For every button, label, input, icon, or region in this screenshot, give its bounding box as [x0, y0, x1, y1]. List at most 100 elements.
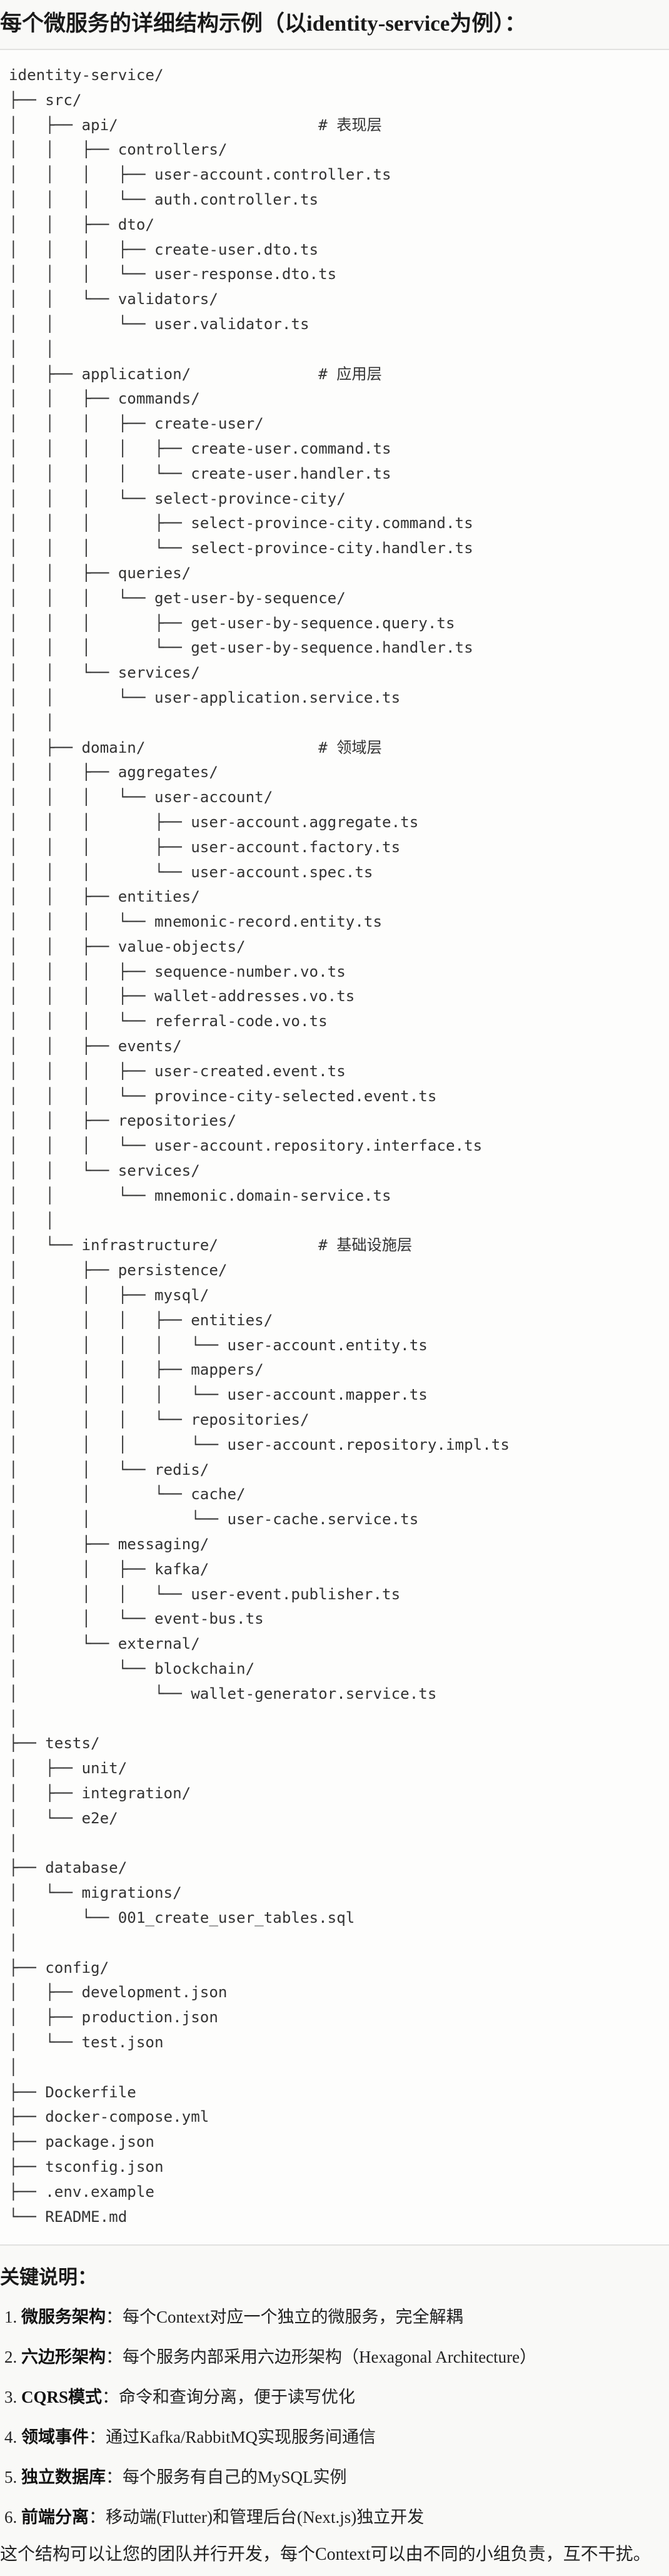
tree-line: │ └── migrations/ [9, 1884, 182, 1902]
tree-line: ├── database/ [9, 1859, 128, 1877]
tree-line: ├── config/ [9, 1958, 109, 1977]
tree-line: │ │ │ ├── create-user.dto.ts [9, 240, 319, 258]
tree-line: │ └── external/ [9, 1635, 200, 1653]
tree-line: │ │ └── validators/ [9, 290, 218, 308]
tree-line: │ [9, 1834, 18, 1852]
tree-line: │ │ └── mnemonic.domain-service.ts [9, 1186, 391, 1204]
note-number: 6. [4, 2508, 21, 2527]
tree-line: │ └── e2e/ [9, 1809, 118, 1827]
tree-line: ├── Dockerfile [9, 2083, 136, 2101]
tree-line: │ │ ├── controllers/ [9, 141, 228, 159]
tree-line: │ │ │ └── referral-code.vo.ts [9, 1012, 328, 1031]
tree-line: │ │ │ │ └── create-user.handler.ts [9, 464, 391, 482]
tree-line: │ │ [9, 340, 54, 358]
tree-line: └── README.md [9, 2207, 128, 2226]
tree-line: │ ├── persistence/ [9, 1261, 228, 1280]
note-separator: ： [89, 2508, 106, 2527]
tree-line: │ │ └── cache/ [9, 1485, 246, 1504]
tree-line: │ │ │ ├── entities/ [9, 1311, 273, 1329]
tree-line: │ │ │ └── select-province-city.handler.t… [9, 539, 473, 557]
tree-line: │ └── 001_create_user_tables.sql [9, 1908, 355, 1927]
note-separator: ： [106, 2468, 123, 2487]
note-description: 命令和查询分离，便于读写优化 [119, 2388, 356, 2406]
tree-line: │ │ │ └── user-account.repository.interf… [9, 1137, 483, 1155]
note-number: 3. [4, 2388, 21, 2406]
note-number: 2. [4, 2348, 21, 2366]
tree-line: ├── .env.example [9, 2182, 154, 2201]
tree-line: │ [9, 2058, 18, 2076]
tree-line: │ │ │ ├── select-province-city.command.t… [9, 514, 473, 532]
tree-line: │ │ │ └── user-account/ [9, 788, 273, 807]
tree-line: │ │ ├── repositories/ [9, 1112, 237, 1130]
tree-line: │ │ └── redis/ [9, 1460, 209, 1479]
tree-line: │ │ │ └── get-user-by-sequence.handler.t… [9, 639, 473, 657]
tree-line: identity-service/ [9, 66, 164, 84]
note-term: 前端分离 [21, 2508, 89, 2527]
tree-line: │ │ ├── value-objects/ [9, 937, 246, 955]
tree-line: ├── docker-compose.yml [9, 2108, 209, 2126]
tree-line: │ └── infrastructure/ # 基础设施层 [9, 1236, 413, 1255]
tree-line: │ │ │ │ ├── create-user.command.ts [9, 439, 391, 457]
tree-line: │ │ │ └── repositories/ [9, 1411, 309, 1429]
tree-line: │ │ └── services/ [9, 664, 200, 682]
tree-line: ├── tsconfig.json [9, 2157, 164, 2176]
note-description: 每个Context对应一个独立的微服务，完全解耦 [123, 2308, 463, 2326]
note-separator: ： [89, 2428, 106, 2446]
note-term: 六边形架构 [21, 2348, 106, 2366]
tree-line: │ │ └── user.validator.ts [9, 315, 309, 333]
tree-line: │ ├── integration/ [9, 1784, 191, 1802]
tree-line: │ │ │ ├── mappers/ [9, 1361, 264, 1379]
tree-line: │ │ │ │ └── user-account.entity.ts [9, 1336, 428, 1354]
tree-line: │ ├── domain/ # 领域层 [9, 738, 382, 756]
note-description: 每个服务有自己的MySQL实例 [123, 2468, 347, 2487]
note-number: 1. [4, 2308, 21, 2326]
tree-line: ├── tests/ [9, 1734, 100, 1753]
tree-line: │ │ │ └── select-province-city/ [9, 489, 346, 507]
note-description: 移动端(Flutter)和管理后台(Next.js)独立开发 [106, 2508, 425, 2527]
tree-line: │ │ │ ├── user-account.controller.ts [9, 166, 391, 184]
tree-line: │ └── blockchain/ [9, 1660, 255, 1677]
tree-line: │ │ │ └── user-account.repository.impl.t… [9, 1435, 510, 1453]
tree-line: ├── package.json [9, 2133, 154, 2151]
tree-line: │ │ │ ├── create-user/ [9, 415, 264, 433]
note-item: 6. 前端分离：移动端(Flutter)和管理后台(Next.js)独立开发 [4, 2505, 536, 2545]
summary-paragraph: 这个结构可以让您的团队并行开发，每个Context可以由不同的小组负责，互不干扰… [0, 2545, 651, 2564]
tree-line: │ │ └── user-application.service.ts [9, 688, 401, 706]
note-number: 5. [4, 2468, 21, 2487]
note-item: 4. 领域事件：通过Kafka/RabbitMQ实现服务间通信 [4, 2425, 536, 2465]
tree-line: │ [9, 1933, 18, 1952]
note-number: 4. [4, 2428, 21, 2446]
tree-line: │ │ ├── aggregates/ [9, 763, 218, 781]
note-separator: ： [102, 2388, 119, 2406]
note-item: 3. CQRS模式：命令和查询分离，便于读写优化 [4, 2385, 536, 2425]
page-title: 每个微服务的详细结构示例（以identity-service为例）： [0, 11, 526, 36]
tree-line: │ │ │ └── get-user-by-sequence/ [9, 589, 346, 607]
tree-line: ├── src/ [9, 91, 82, 109]
tree-line: │ │ │ ├── get-user-by-sequence.query.ts [9, 614, 455, 632]
tree-line: │ │ ├── queries/ [9, 564, 191, 582]
tree-line: │ ├── application/ # 应用层 [9, 365, 382, 383]
tree-line: │ │ │ └── province-city-selected.event.t… [9, 1087, 437, 1105]
note-term: CQRS模式 [21, 2388, 103, 2406]
tree-line: │ [9, 1709, 18, 1728]
note-separator: ： [106, 2308, 123, 2326]
tree-line: │ │ │ └── user-response.dto.ts [9, 265, 337, 283]
tree-line: │ │ │ └── auth.controller.ts [9, 190, 319, 208]
tree-line: │ │ ├── kafka/ [9, 1560, 209, 1578]
note-item: 1. 微服务架构：每个Context对应一个独立的微服务，完全解耦 [4, 2304, 536, 2344]
tree-line: │ │ ├── events/ [9, 1037, 182, 1056]
tree-line: │ │ │ └── mnemonic-record.entity.ts [9, 913, 383, 931]
note-term: 领域事件 [21, 2428, 89, 2446]
tree-line: │ │ │ ├── user-created.event.ts [9, 1062, 346, 1080]
directory-tree-code-block: identity-service/ ├── src/ │ ├── api/ # 表现… [0, 49, 669, 2246]
note-term: 独立数据库 [21, 2468, 106, 2487]
tree-line: │ ├── api/ # 表现层 [9, 116, 382, 134]
tree-line: │ │ │ │ └── user-account.mapper.ts [9, 1386, 428, 1404]
tree-line: │ │ └── services/ [9, 1162, 200, 1180]
note-item: 2. 六边形架构：每个服务内部采用六边形架构（Hexagonal Archite… [4, 2344, 536, 2385]
note-item: 5. 独立数据库：每个服务有自己的MySQL实例 [4, 2465, 536, 2505]
tree-line: │ │ │ ├── wallet-addresses.vo.ts [9, 987, 355, 1005]
tree-line: │ │ ├── dto/ [9, 215, 154, 233]
tree-line: │ ├── unit/ [9, 1759, 128, 1778]
